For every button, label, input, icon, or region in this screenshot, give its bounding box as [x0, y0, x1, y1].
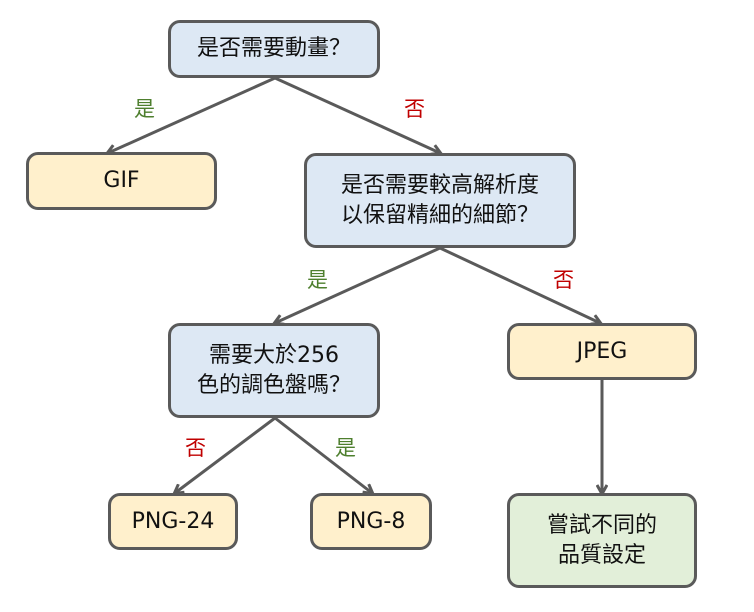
edge-resolution-to-palette — [275, 246, 441, 323]
edge-resolution-to-jpeg — [439, 246, 600, 323]
node-text: PNG-8 — [336, 508, 406, 534]
label-resolution-no: 否 — [553, 268, 574, 292]
node-tip-quality: 嘗試不同的 品質設定 — [507, 493, 697, 588]
label-palette-no: 否 — [185, 436, 206, 460]
label-animation-yes: 是 — [134, 97, 155, 121]
node-question-animation: 是否需要動畫？ — [168, 20, 380, 78]
label-animation-no: 否 — [404, 97, 425, 121]
node-text: 是否需要較高解析度 以保留精細的細節？ — [340, 172, 539, 228]
node-text: 嘗試不同的 品質設定 — [546, 512, 657, 568]
label-palette-yes: 是 — [335, 436, 356, 460]
node-text: JPEG — [576, 338, 628, 364]
node-result-png24: PNG-24 — [108, 493, 238, 550]
node-text: PNG-24 — [131, 508, 215, 534]
node-question-resolution: 是否需要較高解析度 以保留精細的細節？ — [304, 153, 576, 248]
node-text: 需要大於256 色的調色盤嗎？ — [196, 342, 351, 398]
edge-palette-to-png8 — [274, 416, 372, 493]
node-text: 是否需要動畫？ — [196, 36, 351, 61]
edge-animation-to-gif — [108, 76, 276, 153]
edge-animation-to-resolution — [274, 76, 440, 153]
node-result-jpeg: JPEG — [507, 323, 697, 380]
node-result-png8: PNG-8 — [310, 493, 432, 550]
edge-palette-to-png24 — [175, 416, 276, 493]
node-text: GIF — [103, 168, 140, 193]
node-question-palette: 需要大於256 色的調色盤嗎？ — [168, 323, 380, 418]
label-resolution-yes: 是 — [307, 268, 328, 292]
node-result-gif: GIF — [26, 152, 217, 210]
